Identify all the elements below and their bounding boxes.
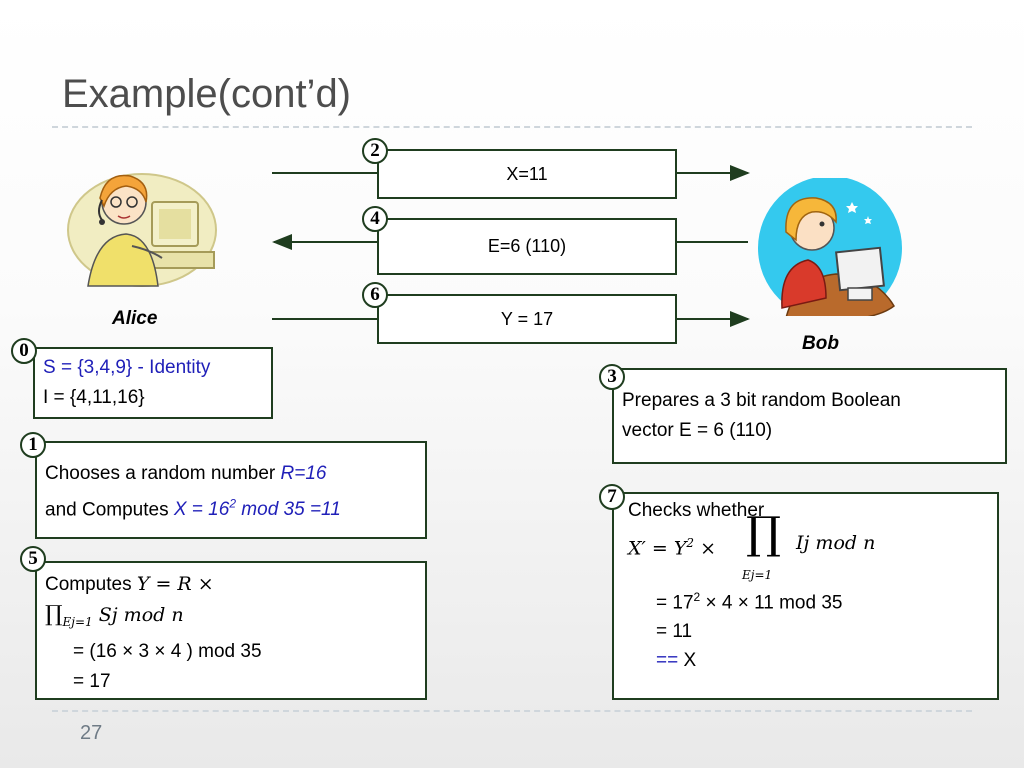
message-box-2: X=11 — [377, 149, 677, 199]
compute-y-line2: ∏Ej=1 Sj mod n — [45, 602, 184, 629]
prepare-e-box: Prepares a 3 bit random Boolean vector E… — [612, 368, 1007, 464]
page-number: 27 — [80, 722, 103, 744]
alice-illustration — [67, 173, 217, 287]
r-value: R=16 — [280, 463, 327, 484]
message-label: X=11 — [506, 163, 548, 184]
step-badge-5: 5 — [20, 546, 46, 572]
title-divider — [52, 126, 972, 128]
identity-i-line: I = {4,11,16} — [43, 387, 145, 408]
step-badge-0: 0 — [11, 338, 37, 364]
footer-divider — [52, 710, 972, 712]
message-box-6: Y = 17 — [377, 294, 677, 344]
check-line1: Checks whether — [628, 500, 765, 521]
step-badge-2: 2 — [362, 138, 388, 164]
identity-box: S = {3,4,9} - Identity I = {4,11,16} — [33, 347, 273, 419]
check-line4: = 11 — [656, 621, 693, 643]
compute-y-box: Computes Y = R × ∏Ej=1 Sj mod n = (16 × … — [35, 561, 427, 700]
compute-y-line1: Computes Y = R × — [45, 573, 214, 595]
prepare-e-line2: vector E = 6 (110) — [622, 420, 773, 441]
compute-x-box: Chooses a random number R=16 and Compute… — [35, 441, 427, 539]
identity-s-line: S = {3,4,9} - Identity — [43, 357, 211, 378]
check-line5: == X — [656, 650, 697, 672]
product-symbol: ∏ — [45, 602, 63, 627]
y-formula: Y = R × — [136, 573, 214, 595]
step-badge-6: 6 — [362, 282, 388, 308]
compute-x-line2: and Computes X = 162 mod 35 =11 — [45, 497, 341, 521]
step-badge-1: 1 — [20, 432, 46, 458]
bob-label: Bob — [802, 333, 839, 354]
prepare-e-line1: Prepares a 3 bit random Boolean — [622, 390, 901, 411]
compute-x-line1: Chooses a random number R=16 — [45, 463, 327, 484]
x-formula: X = 162 mod 35 =11 — [173, 497, 341, 521]
compute-y-line3: = (16 × 3 × 4 ) mod 35 — [73, 640, 262, 662]
page-title: Example(cont’d) — [62, 72, 352, 116]
step-badge-4: 4 — [362, 206, 388, 232]
message-box-4: E=6 (110) — [377, 218, 677, 275]
compute-y-line4: = 17 — [73, 670, 111, 692]
check-formula: X′ = Y2 × ∏ Ej=1 Ij mod n — [628, 508, 876, 583]
step-badge-7: 7 — [599, 484, 625, 510]
step-badge-3: 3 — [599, 364, 625, 390]
message-label: Y = 17 — [500, 308, 554, 329]
check-box: Checks whether X′ = Y2 × ∏ Ej=1 Ij mod n… — [612, 492, 999, 700]
message-label: E=6 (110) — [487, 236, 567, 256]
check-line3: = 172 × 4 × 11 mod 35 — [656, 590, 843, 614]
bob-illustration — [758, 178, 902, 316]
alice-label: Alice — [112, 308, 158, 329]
product-symbol: ∏ — [746, 508, 782, 559]
